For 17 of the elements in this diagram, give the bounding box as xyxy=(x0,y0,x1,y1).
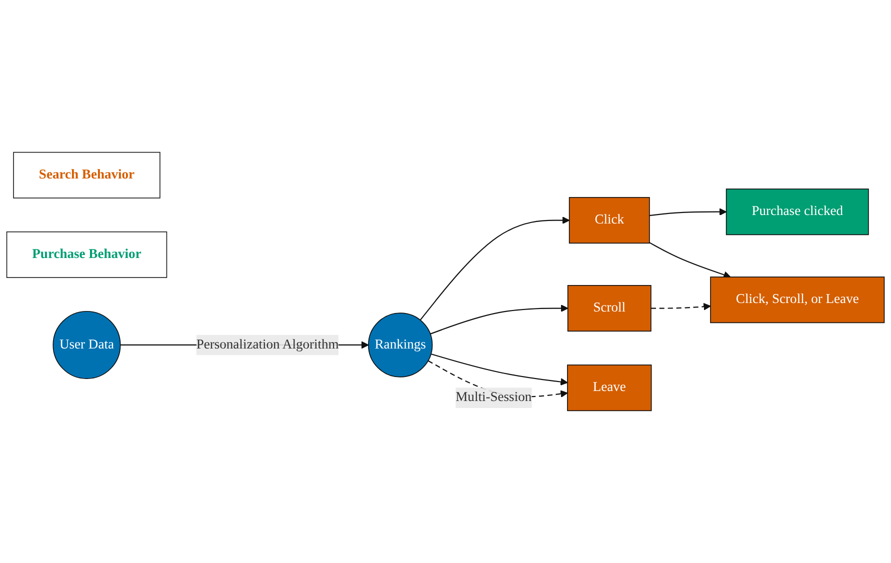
arrow xyxy=(430,353,568,386)
node-box: Leave xyxy=(567,364,652,412)
node-box: Scroll xyxy=(567,285,652,332)
arrow xyxy=(649,242,731,278)
arrow xyxy=(420,216,570,320)
node-circle: Rankings xyxy=(368,312,433,378)
node-box: Purchase clicked xyxy=(726,188,869,236)
arrow xyxy=(650,302,711,310)
node-box: Click, Scroll, or Leave xyxy=(710,276,885,324)
edge-label: Personalization Algorithm xyxy=(196,337,339,352)
node-box: Click xyxy=(568,197,650,244)
node-circle: User Data xyxy=(52,310,121,379)
edge-label: Multi-Session xyxy=(456,390,532,405)
node-box: Search Behavior xyxy=(13,152,160,198)
node-box: Purchase Behavior xyxy=(6,231,168,278)
arrow xyxy=(649,208,727,216)
arrow xyxy=(430,304,568,334)
